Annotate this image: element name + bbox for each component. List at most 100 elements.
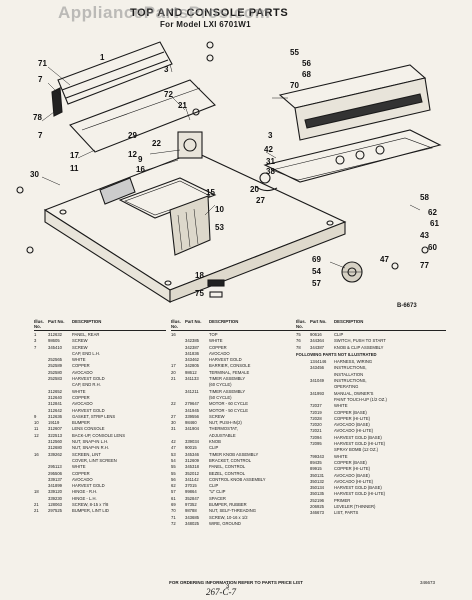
part-no: 312607 <box>48 426 62 432</box>
part-no: 341211 <box>185 388 199 394</box>
description: COPPER (HI-LITE) <box>334 415 371 421</box>
description: GASKET, STRIP LENS <box>72 413 116 419</box>
callout-18: 18 <box>195 271 204 280</box>
description: HARVEST GOLD <box>72 376 105 382</box>
rear-panel-drawing <box>51 41 173 117</box>
parts-row: OPERATING <box>296 384 446 390</box>
callout-9: 9 <box>138 155 143 164</box>
callout-1: 1 <box>100 53 105 62</box>
description: SCREW, 10-16 x 1/2 <box>209 514 248 520</box>
description: NUT, SNAP-IN L.H. <box>72 439 109 445</box>
callout-22: 22 <box>152 139 161 148</box>
description: AVOCADO <box>209 350 230 356</box>
callout-53: 53 <box>215 223 224 232</box>
part-no: 312642 <box>48 407 62 413</box>
description: SCREW <box>72 344 88 350</box>
illus-no: 27 <box>171 413 176 419</box>
description: SPACER <box>209 495 226 501</box>
description: BRACKET, CONTROL <box>209 457 252 463</box>
part-no: 312680 <box>48 445 62 451</box>
header-part: Part No. <box>310 319 327 324</box>
description: WHITE <box>334 453 348 459</box>
description: WHITE <box>72 388 86 394</box>
part-no: 343685 <box>185 514 199 520</box>
part-no: 350134 <box>310 485 324 491</box>
description: HINGE - L.H. <box>72 495 97 501</box>
description: BACK-UP, CONSOLE LENS <box>72 432 125 438</box>
parts-row: SPRAY BOMB (12 OZ.) <box>296 447 446 453</box>
part-no: 90015 <box>185 445 197 451</box>
description: CLIP <box>209 483 219 489</box>
illus-no: 78 <box>296 344 301 350</box>
header-part: Part No. <box>48 319 65 324</box>
callout-78: 78 <box>33 113 42 122</box>
description: LIST, PARTS <box>334 510 359 516</box>
illus-no: 72 <box>171 520 176 526</box>
part-no: 344364 <box>310 338 324 344</box>
description: AVOCADO (HI-LITE) <box>334 428 374 434</box>
part-no: 341133 <box>185 376 199 382</box>
illus-no: 22 <box>171 401 176 407</box>
description: PANEL, CONTROL <box>209 464 246 470</box>
illus-no: 31 <box>171 426 176 432</box>
callout-42: 42 <box>264 145 273 154</box>
description: PANEL, REAR <box>72 332 100 337</box>
part-no: 19119 <box>48 420 60 426</box>
illus-no: 57 <box>171 489 176 495</box>
illus-no: 55 <box>171 470 176 476</box>
column-header: Illus. No. Part No. DESCRIPTION <box>34 319 166 331</box>
callout-54: 54 <box>312 267 321 276</box>
part-no: 339556 <box>185 413 199 419</box>
part-no: 339137 <box>48 476 62 482</box>
header-desc: DESCRIPTION <box>334 319 364 324</box>
illus-no: 62 <box>171 483 176 489</box>
part-no: 90616 <box>310 332 322 337</box>
part-no: 1344146 <box>310 359 327 365</box>
callout-15: 15 <box>206 188 215 197</box>
part-no: 312609 <box>185 457 199 463</box>
parts-row: (50 CYCLE) <box>171 395 297 401</box>
description: TIMER KNOB ASSEMBLY <box>209 451 259 457</box>
part-no: 341904 <box>185 426 199 432</box>
header-illus: Illus. No. <box>296 319 306 329</box>
callout-20: 20 <box>250 185 259 194</box>
description: COPPER (HI-LITE) <box>334 466 371 472</box>
parts-row: (60 CYCLE) <box>171 382 297 388</box>
illus-no: 42 <box>171 439 176 445</box>
part-no: 346673 <box>310 510 324 516</box>
console-barrier-drawing <box>69 79 216 153</box>
part-no: 341142 <box>185 476 199 482</box>
parts-row: CAP, END R.H. <box>34 382 166 388</box>
parts-row: PAINT TOUCH-UP (1/2 OZ.) <box>296 397 446 403</box>
description: TIMER ASSEMBLY <box>209 376 246 382</box>
callout-57: 57 <box>312 279 321 288</box>
callout-30: 30 <box>30 170 39 179</box>
page-number: 3 <box>226 584 230 590</box>
description: AVOCADO (HI-LITE) <box>334 478 374 484</box>
illus-no: 17 <box>171 363 176 369</box>
part-no: 345410 <box>48 344 62 350</box>
illus-no: 11 <box>34 426 39 432</box>
description: KNOB & CLIP ASSEMBLY <box>334 344 384 350</box>
callout-3b: 3 <box>268 131 273 140</box>
